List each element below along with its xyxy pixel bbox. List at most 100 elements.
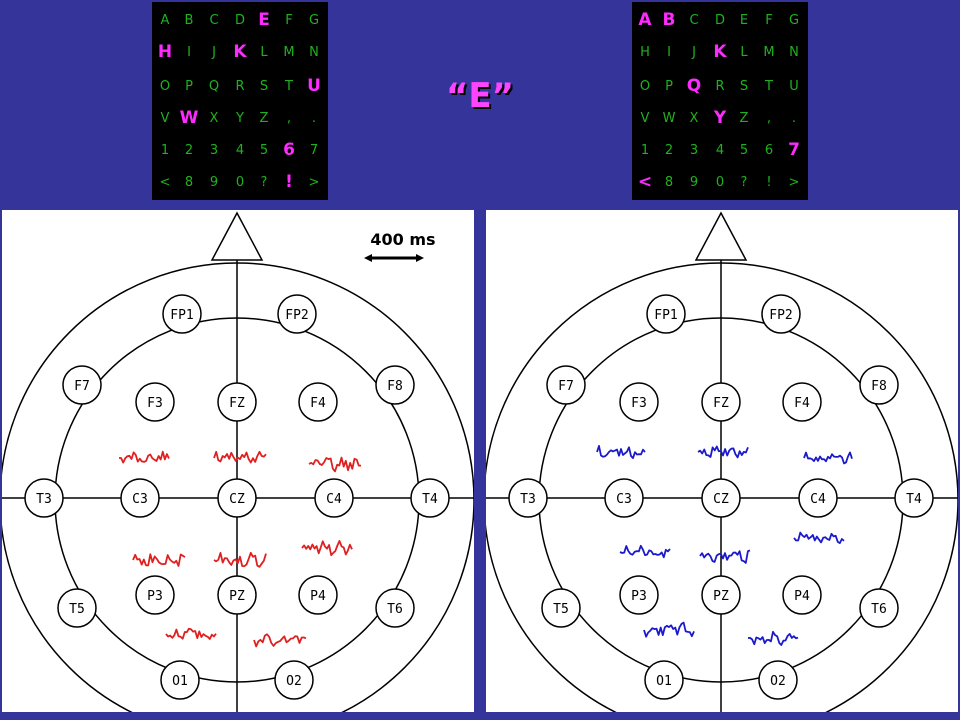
matrix-cell-left: C xyxy=(209,12,219,28)
eeg-trace-right xyxy=(697,445,749,459)
matrix-cell-right: 1 xyxy=(640,142,650,158)
electrode-f4 xyxy=(298,382,338,422)
matrix-cell-right: V xyxy=(640,110,650,126)
electrode-label: T4 xyxy=(906,492,922,507)
matrix-cell-left: W xyxy=(179,108,199,128)
electrode-label: C4 xyxy=(326,492,342,507)
matrix-cell-left: G xyxy=(308,12,320,28)
electrode-fp1 xyxy=(162,294,202,334)
electrode-label: C4 xyxy=(810,492,826,507)
electrode-o1 xyxy=(160,660,200,700)
electrode-c3 xyxy=(120,478,160,518)
matrix-cell-right: 5 xyxy=(739,142,749,158)
matrix-cell-left: Y xyxy=(236,110,244,126)
eeg-trace-left xyxy=(213,450,267,464)
matrix-cell-left: 7 xyxy=(309,142,319,158)
matrix-cell-right: 3 xyxy=(689,142,699,158)
matrix-cell-left: < xyxy=(159,174,171,190)
matrix-cell-right: F xyxy=(765,12,773,28)
matrix-cell-right: C xyxy=(689,12,699,28)
eeg-trace-left xyxy=(132,553,186,567)
matrix-cell-right: O xyxy=(639,78,651,94)
target-letter: “E” xyxy=(446,76,514,116)
matrix-cell-right: W xyxy=(662,110,676,126)
matrix-cell-left: 4 xyxy=(235,142,245,158)
electrode-f4 xyxy=(782,382,822,422)
matrix-cell-left: I xyxy=(187,44,191,60)
electrode-label: O2 xyxy=(770,674,786,689)
electrode-t4 xyxy=(410,478,450,518)
electrode-c3 xyxy=(604,478,644,518)
matrix-cell-right: I xyxy=(667,44,671,60)
electrode-label: PZ xyxy=(713,589,729,604)
matrix-cell-left: P xyxy=(185,78,193,94)
electrode-label: T6 xyxy=(871,602,887,617)
electrode-p4 xyxy=(782,575,822,615)
matrix-cell-right: Q xyxy=(686,76,702,96)
electrode-label: O2 xyxy=(286,674,302,689)
matrix-cell-left: 9 xyxy=(209,174,219,190)
electrode-c4 xyxy=(314,478,354,518)
matrix-cell-left: K xyxy=(233,42,247,62)
matrix-cell-right: H xyxy=(640,44,650,60)
matrix-cell-right: 0 xyxy=(715,174,725,190)
matrix-cell-left: R xyxy=(235,78,245,94)
electrode-p3 xyxy=(135,575,175,615)
matrix-cell-left: 6 xyxy=(283,140,295,160)
electrode-t6 xyxy=(375,588,415,628)
eeg-trace-left xyxy=(213,551,267,568)
nose-marker xyxy=(694,211,748,261)
electrode-pz xyxy=(701,575,741,615)
electrode-p3 xyxy=(619,575,659,615)
electrode-label: F7 xyxy=(74,379,90,394)
matrix-cell-right: Z xyxy=(739,110,749,126)
matrix-cell-right: 8 xyxy=(664,174,674,190)
matrix-cell-right: 7 xyxy=(788,140,800,160)
matrix-cell-right: Y xyxy=(713,108,727,128)
matrix-cell-left: D xyxy=(234,12,245,28)
electrode-label: FZ xyxy=(713,396,729,411)
electrode-label: FP1 xyxy=(170,308,193,323)
matrix-cell-left: 3 xyxy=(209,142,219,158)
electrode-label: P4 xyxy=(310,589,326,604)
eeg-trace-right xyxy=(619,544,671,559)
matrix-cell-left: E xyxy=(258,10,270,30)
electrode-o2 xyxy=(758,660,798,700)
electrode-label: F3 xyxy=(631,396,647,411)
matrix-cell-right: L xyxy=(740,44,748,60)
matrix-cell-left: 2 xyxy=(184,142,194,158)
matrix-cell-right: , xyxy=(766,110,772,126)
electrode-t6 xyxy=(859,588,899,628)
electrode-label: P4 xyxy=(794,589,810,604)
eeg-trace-right xyxy=(643,621,695,638)
electrode-fz xyxy=(217,382,257,422)
electrode-label: FP2 xyxy=(285,308,308,323)
electrode-label: P3 xyxy=(147,589,163,604)
electrode-t5 xyxy=(57,588,97,628)
matrix-cell-right: T xyxy=(765,78,773,94)
electrode-f7 xyxy=(62,365,102,405)
electrode-label: T3 xyxy=(520,492,536,507)
eeg-trace-right xyxy=(803,451,853,465)
matrix-cell-left: 1 xyxy=(160,142,170,158)
matrix-cell-right: 6 xyxy=(764,142,774,158)
electrode-label: PZ xyxy=(229,589,245,604)
matrix-cell-right: ! xyxy=(766,174,772,190)
matrix-cell-right: M xyxy=(763,44,775,60)
electrode-f8 xyxy=(859,365,899,405)
matrix-cell-right: S xyxy=(739,78,749,94)
eeg-trace-left xyxy=(119,450,170,464)
electrode-label: FZ xyxy=(229,396,245,411)
eeg-trace-left xyxy=(301,540,353,557)
matrix-cell-left: Q xyxy=(208,78,220,94)
matrix-cell-left: L xyxy=(260,44,268,60)
electrode-fp1 xyxy=(646,294,686,334)
matrix-cell-right: A xyxy=(638,10,652,30)
matrix-cell-left: X xyxy=(209,110,219,126)
matrix-cell-right: K xyxy=(713,42,727,62)
electrode-label: C3 xyxy=(616,492,632,507)
